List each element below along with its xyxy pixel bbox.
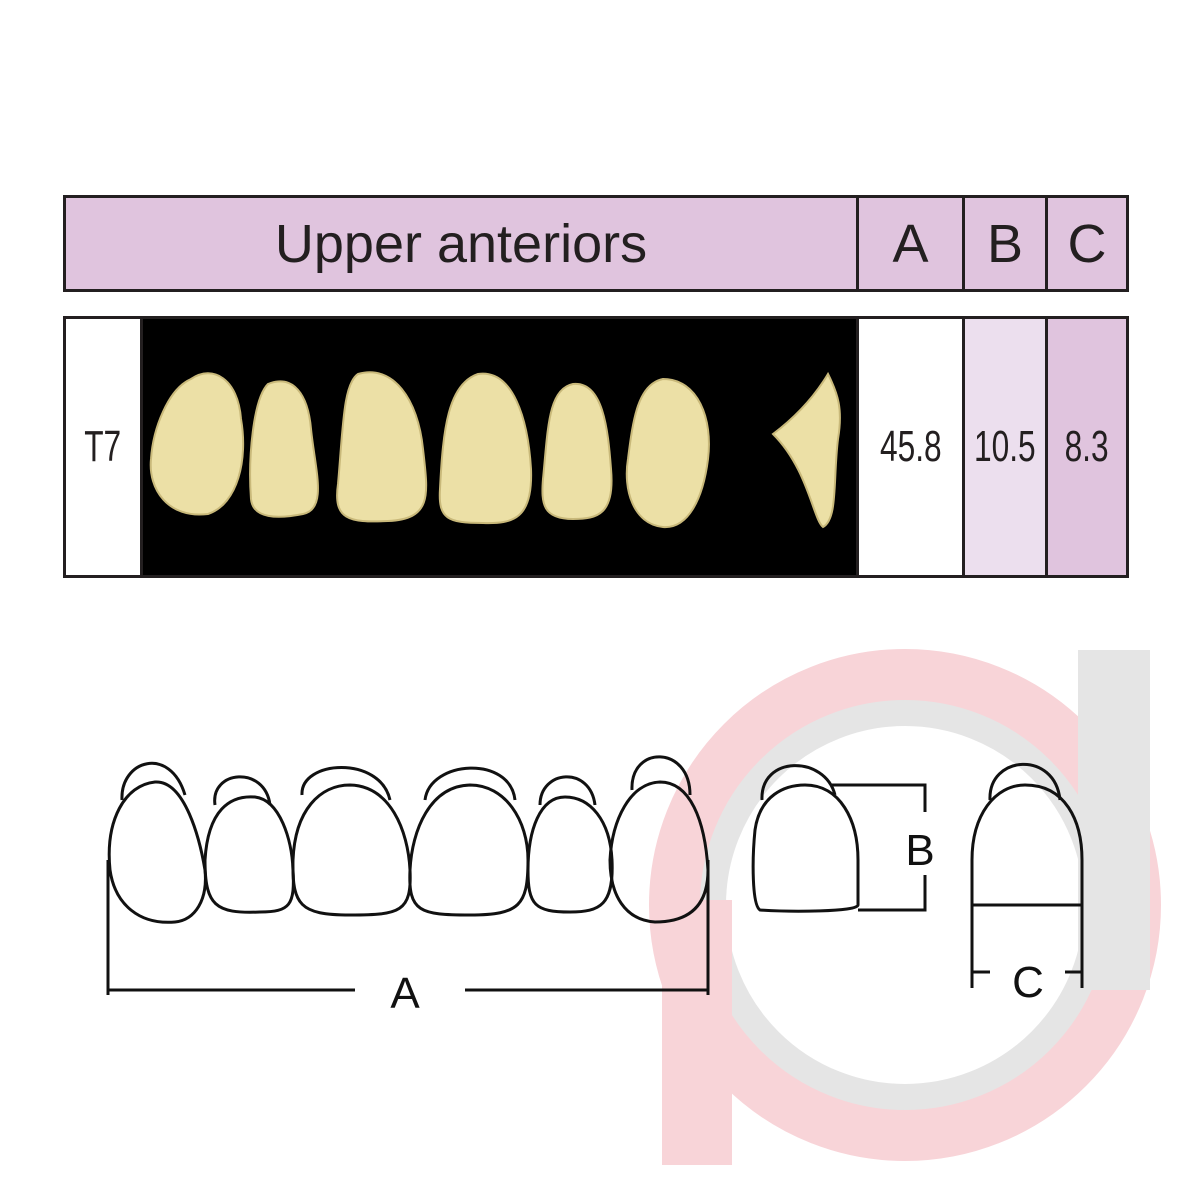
value-c-cell: 8.3	[1045, 316, 1129, 578]
header-col-b: B	[962, 195, 1048, 292]
value-b-cell: 10.5	[962, 316, 1048, 578]
value-c: 8.3	[1064, 422, 1110, 471]
label-a: A	[390, 969, 420, 1018]
header-col-a: A	[856, 195, 965, 292]
header-col-c: C	[1045, 195, 1129, 292]
mould-cell: T7	[63, 316, 143, 578]
label-c: C	[1012, 958, 1044, 1007]
teeth-image	[149, 371, 841, 529]
value-b: 10.5	[974, 422, 1036, 471]
value-a: 45.8	[879, 422, 942, 471]
table-header-title: Upper anteriors	[63, 195, 859, 292]
teeth-photo	[140, 316, 859, 578]
header-title-text: Upper anteriors	[274, 213, 648, 274]
mould-code: T7	[84, 422, 122, 471]
label-b: B	[905, 826, 934, 875]
